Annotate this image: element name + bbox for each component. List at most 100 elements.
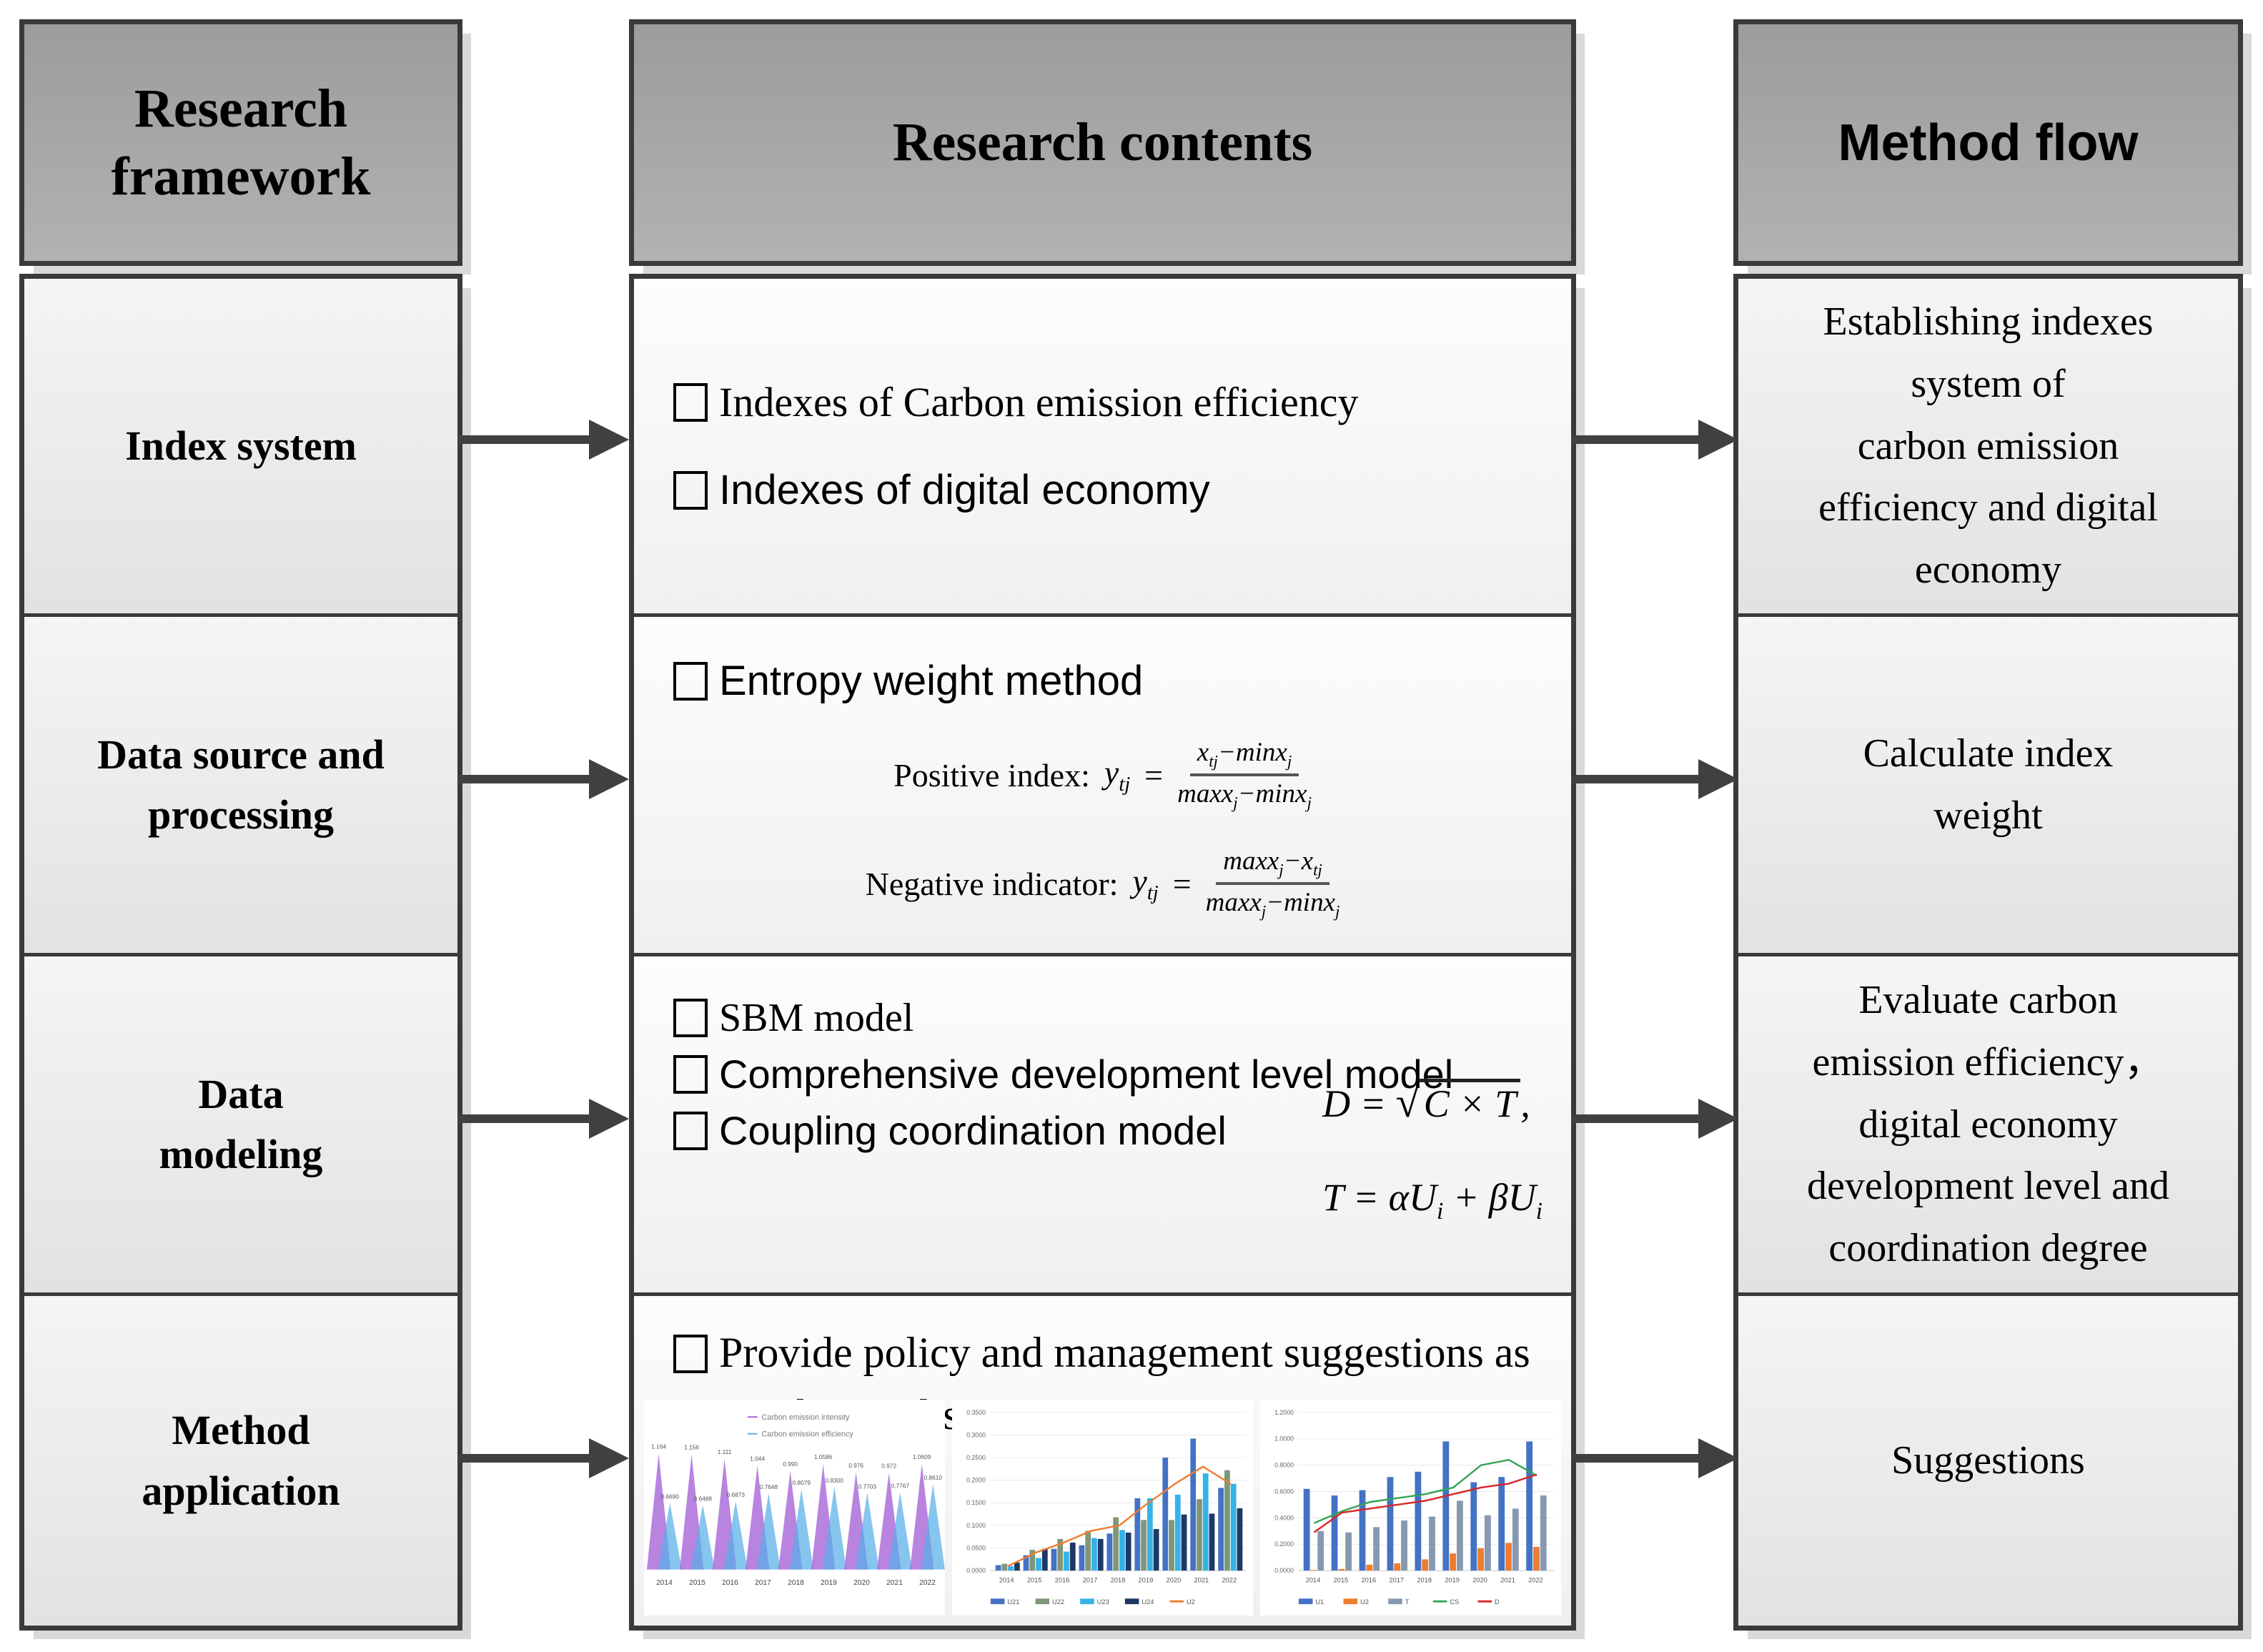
svg-text:0.6690: 0.6690 bbox=[661, 1493, 680, 1500]
svg-text:2020: 2020 bbox=[853, 1579, 870, 1587]
methodflow-cell-suggestions: Suggestions bbox=[1738, 1292, 2238, 1626]
framework-cell-data-modeling: Data modeling bbox=[24, 953, 457, 1292]
contents-cell-indexes: Indexes of Carbon emission efficiency In… bbox=[634, 279, 1571, 613]
svg-text:1.111: 1.111 bbox=[718, 1448, 732, 1455]
checkbox-icon bbox=[673, 470, 708, 510]
svg-text:0.7767: 0.7767 bbox=[891, 1483, 910, 1490]
svg-text:2019: 2019 bbox=[1445, 1577, 1460, 1584]
formula-negative-lhs: ytj bbox=[1132, 863, 1159, 905]
svg-text:1.0000: 1.0000 bbox=[1274, 1435, 1294, 1443]
svg-text:2016: 2016 bbox=[1361, 1577, 1376, 1584]
formula-negative-fraction: maxxj−xtj maxxj−minxj bbox=[1206, 845, 1340, 922]
contents-item-sbm-model: SBM model bbox=[673, 995, 1532, 1041]
contents-cell-models: SBM model Comprehensive development leve… bbox=[634, 953, 1571, 1292]
svg-text:0.8300: 0.8300 bbox=[826, 1477, 844, 1484]
fraction-numerator: maxxj−xtj bbox=[1216, 845, 1329, 886]
header-research-framework: Research framework bbox=[19, 19, 462, 266]
svg-text:U22: U22 bbox=[1052, 1598, 1064, 1606]
svg-text:1.044: 1.044 bbox=[750, 1455, 765, 1462]
framework-cell-index-system: Index system bbox=[24, 279, 457, 613]
svg-text:CS: CS bbox=[1450, 1598, 1459, 1606]
methodflow-label-establish-indexes: Establishing indexes system of carbon em… bbox=[1818, 300, 2158, 593]
sqrt-icon: √ bbox=[1395, 1079, 1420, 1127]
framework-label-method-application: Method application bbox=[142, 1407, 340, 1514]
svg-text:2017: 2017 bbox=[1389, 1577, 1404, 1584]
formula-positive-fraction: xtj−minxj maxxj−minxj bbox=[1177, 736, 1312, 813]
formula-positive-index: Positive index: ytj = xtj−minxj maxxj−mi… bbox=[673, 736, 1532, 813]
checkbox-icon bbox=[673, 1054, 708, 1094]
svg-text:0.972: 0.972 bbox=[881, 1462, 896, 1469]
methodflow-cell-establish-indexes: Establishing indexes system of carbon em… bbox=[1738, 279, 2238, 613]
svg-text:2020: 2020 bbox=[1167, 1577, 1182, 1584]
contents-item-carbon-indexes: Indexes of Carbon emission efficiency bbox=[673, 378, 1532, 426]
svg-text:0.8610: 0.8610 bbox=[924, 1474, 943, 1481]
svg-text:U2: U2 bbox=[1187, 1598, 1195, 1606]
svg-text:2017: 2017 bbox=[1083, 1577, 1098, 1584]
svg-text:Carbon emission efficiency: Carbon emission efficiency bbox=[761, 1430, 853, 1439]
framework-label-data-modeling: Data modeling bbox=[159, 1070, 323, 1177]
methodflow-cell-evaluate: Evaluate carbon emission efficiency， dig… bbox=[1738, 953, 2238, 1292]
checkbox-icon bbox=[673, 382, 708, 422]
contents-item-coupling-model-label: Coupling coordination model bbox=[719, 1108, 1227, 1153]
framework-label-index-system: Index system bbox=[125, 422, 357, 469]
svg-text:2014: 2014 bbox=[656, 1579, 673, 1587]
contents-item-sbm-model-label: SBM model bbox=[719, 996, 914, 1040]
svg-text:2020: 2020 bbox=[1472, 1577, 1487, 1584]
svg-text:2014: 2014 bbox=[999, 1577, 1014, 1584]
contents-cell-suggestions: Provide policy and management suggestion… bbox=[634, 1292, 1571, 1626]
svg-text:1.2000: 1.2000 bbox=[1274, 1409, 1294, 1416]
svg-text:U24: U24 bbox=[1142, 1598, 1154, 1606]
header-research-contents: Research contents bbox=[629, 19, 1576, 266]
formula-negative-label: Negative indicator: bbox=[865, 865, 1119, 902]
svg-text:0.4000: 0.4000 bbox=[1274, 1514, 1294, 1521]
methodflow-label-calculate-weight: Calculate index weight bbox=[1863, 731, 2114, 838]
equals-sign: = bbox=[1144, 756, 1164, 793]
svg-text:0.8000: 0.8000 bbox=[1274, 1462, 1294, 1469]
formula-positive-label: Positive index: bbox=[893, 756, 1090, 793]
svg-text:2015: 2015 bbox=[1334, 1577, 1349, 1584]
column-research-contents: Indexes of Carbon emission efficiency In… bbox=[629, 274, 1576, 1631]
checkbox-icon bbox=[673, 1335, 708, 1373]
svg-text:2018: 2018 bbox=[1111, 1577, 1126, 1584]
header-research-contents-label: Research contents bbox=[892, 112, 1313, 172]
methodflow-label-suggestions: Suggestions bbox=[1891, 1438, 2085, 1483]
svg-text:0.6000: 0.6000 bbox=[1274, 1488, 1294, 1495]
header-research-framework-label: Research framework bbox=[111, 78, 371, 207]
svg-text:0.990: 0.990 bbox=[783, 1460, 798, 1468]
svg-text:0.7703: 0.7703 bbox=[858, 1483, 877, 1490]
svg-text:2019: 2019 bbox=[821, 1579, 837, 1587]
svg-text:1.0609: 1.0609 bbox=[913, 1453, 931, 1460]
formula-negative-indicator: Negative indicator: ytj = maxxj−xtj maxx… bbox=[673, 845, 1532, 922]
svg-text:U2: U2 bbox=[1360, 1598, 1369, 1606]
svg-text:0.1000: 0.1000 bbox=[966, 1522, 986, 1529]
svg-text:1.164: 1.164 bbox=[651, 1443, 666, 1450]
svg-text:2021: 2021 bbox=[1500, 1577, 1515, 1584]
svg-text:Carbon emission intensity: Carbon emission intensity bbox=[761, 1413, 850, 1422]
checkbox-icon bbox=[673, 1111, 708, 1150]
svg-text:2014: 2014 bbox=[1306, 1577, 1321, 1584]
framework-label-data-source: Data source and processing bbox=[97, 731, 385, 838]
coupling-formulas: D = √C × T, T = αUi + βUi bbox=[1322, 1078, 1542, 1272]
contents-item-digital-indexes: Indexes of digital economy bbox=[673, 466, 1532, 514]
contents-item-digital-indexes-label: Indexes of digital economy bbox=[719, 467, 1210, 513]
svg-text:T: T bbox=[1405, 1598, 1410, 1606]
svg-text:2016: 2016 bbox=[1055, 1577, 1070, 1584]
svg-text:2022: 2022 bbox=[919, 1579, 936, 1587]
svg-text:2015: 2015 bbox=[689, 1579, 705, 1587]
svg-text:0.6873: 0.6873 bbox=[727, 1491, 746, 1498]
svg-text:1.0586: 1.0586 bbox=[814, 1453, 833, 1460]
equals-sign: = bbox=[1172, 865, 1192, 902]
svg-text:U1: U1 bbox=[1315, 1598, 1324, 1606]
contents-cell-entropy: Entropy weight method Positive index: yt… bbox=[634, 613, 1571, 953]
svg-text:2018: 2018 bbox=[1417, 1577, 1432, 1584]
svg-text:2016: 2016 bbox=[722, 1579, 738, 1587]
column-research-framework: Index system Data source and processing … bbox=[19, 274, 462, 1631]
contents-item-comprehensive-model: Comprehensive development level model bbox=[673, 1051, 1532, 1097]
column-method-flow: Establishing indexes system of carbon em… bbox=[1733, 274, 2243, 1631]
svg-text:0.3000: 0.3000 bbox=[966, 1431, 986, 1438]
svg-text:1.156: 1.156 bbox=[684, 1444, 699, 1451]
checkbox-icon bbox=[673, 661, 708, 701]
